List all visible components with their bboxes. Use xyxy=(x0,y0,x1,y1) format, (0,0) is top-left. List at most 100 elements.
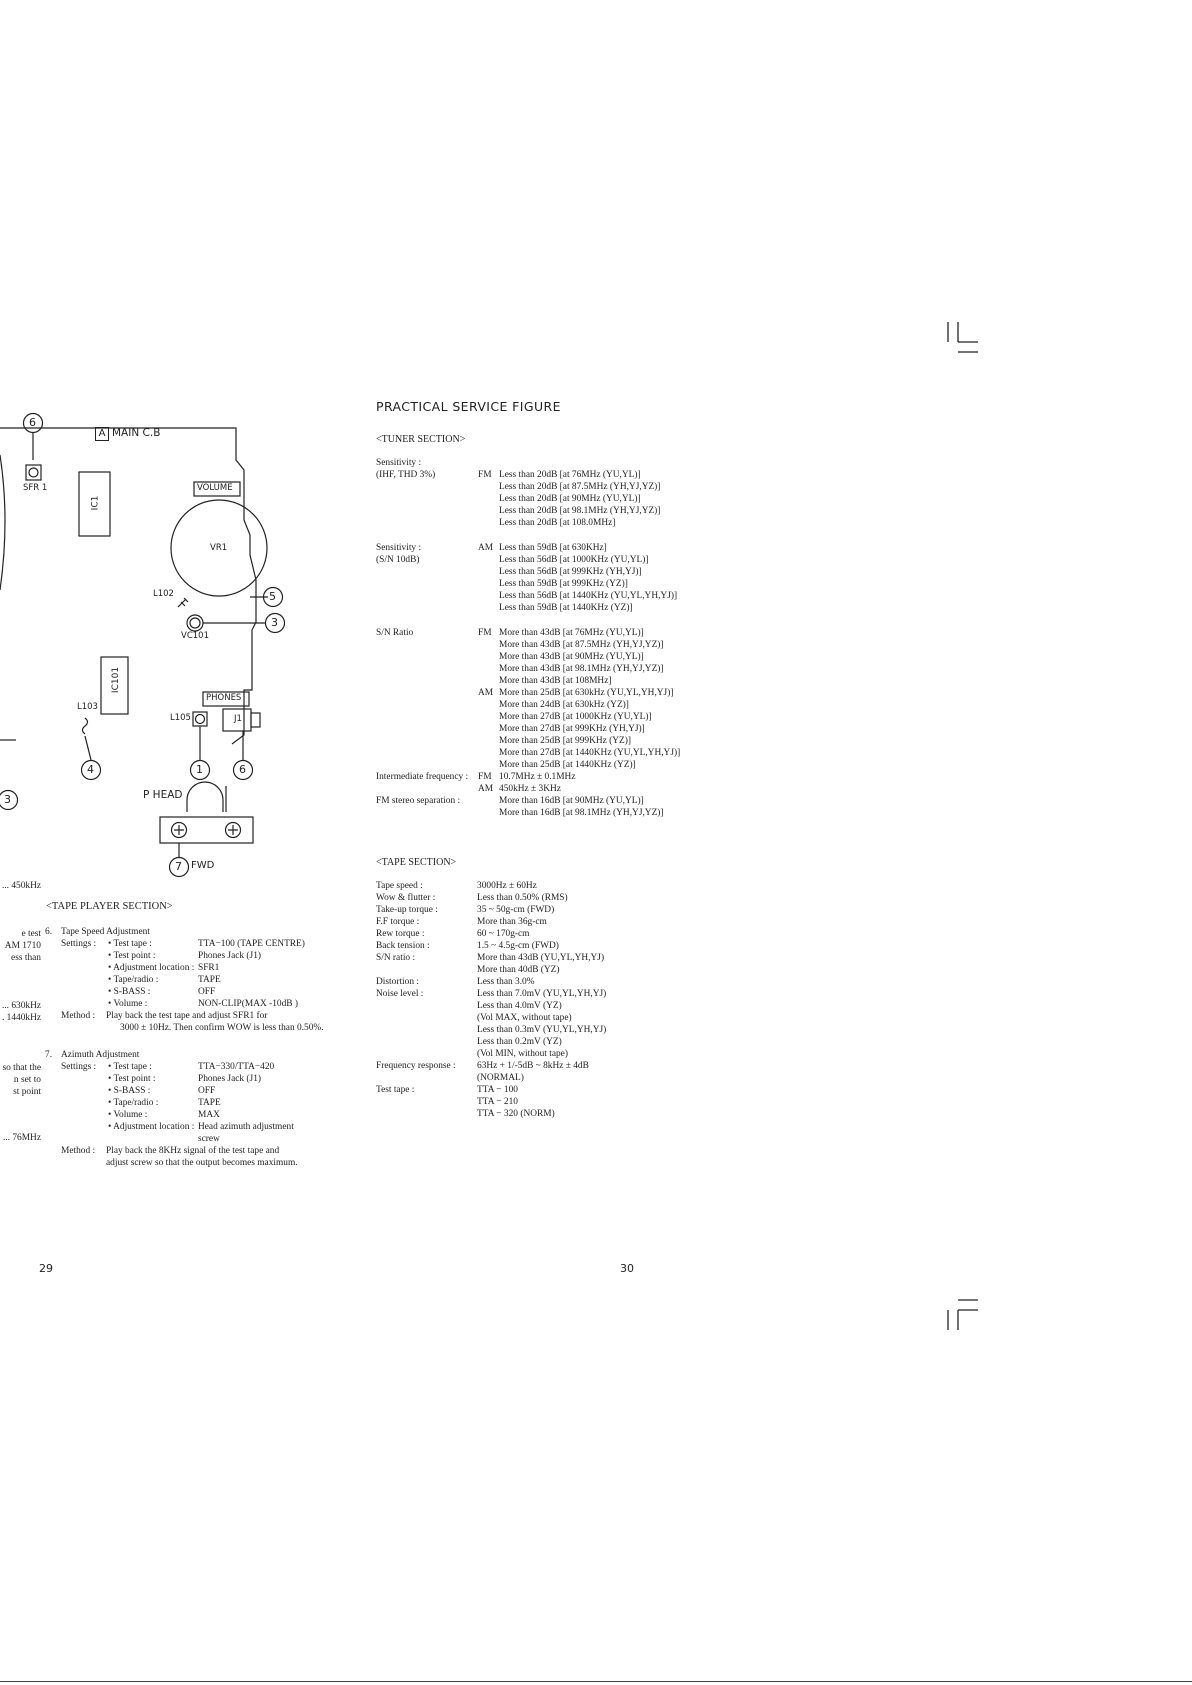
spec-value: More than 43dB [at 90MHz (YU,YL)] xyxy=(499,652,644,662)
spec-value: More than 25dB [at 630kHz (YU,YL,YH,YJ)] xyxy=(499,688,674,698)
edge-fragment: st point xyxy=(0,1086,42,1099)
spec-value: (Vol MIN, without tape) xyxy=(477,1049,568,1059)
spec-label: Noise level : xyxy=(376,989,424,999)
setting-value: NON-CLIP(MAX -10dB ) xyxy=(198,999,298,1009)
tape-player-heading: <TAPE PLAYER SECTION> xyxy=(46,901,173,912)
setting-key: • Tape/radio : xyxy=(108,975,159,985)
setting-value: TTA−100 (TAPE CENTRE) xyxy=(198,939,305,949)
edge-fragment-text: . 1440kHz xyxy=(1,1013,41,1023)
edge-fragment: ess than xyxy=(0,952,42,965)
spec-value: More than 43dB [at 98.1MHz (YH,YJ,YZ)] xyxy=(499,664,664,674)
edge-fragment-text: n set to xyxy=(13,1075,41,1085)
edge-fragment: e test xyxy=(0,928,42,941)
setting-value: Head azimuth adjustment xyxy=(198,1122,294,1132)
edge-fragment: AM 1710 xyxy=(0,940,42,953)
edge-fragment-text: AM 1710 xyxy=(4,941,41,951)
setting-key: • Test point : xyxy=(108,1074,156,1084)
vr1-knob xyxy=(170,499,268,597)
phones-box xyxy=(202,691,250,707)
spec-value: Less than 20dB [at 87.5MHz (YH,YJ,YZ)] xyxy=(499,482,661,492)
callout-1: 1 xyxy=(196,763,203,776)
item7-title: Azimuth Adjustment xyxy=(61,1050,140,1060)
edge-fragment-text: so that the xyxy=(2,1063,41,1073)
edge-fragment: . 1440kHz xyxy=(0,1012,42,1025)
item6-title: Tape Speed Adjustment xyxy=(61,927,150,937)
spec-value: Less than 4.0mV (YZ) xyxy=(477,1001,562,1011)
item6-method-line2: 3000 ± 10Hz. Then confirm WOW is less th… xyxy=(120,1023,324,1033)
callout-4: 4 xyxy=(87,763,94,776)
setting-value: MAX xyxy=(198,1110,220,1120)
spec-label: Test tape : xyxy=(376,1085,415,1095)
spec-value: More than 36g-cm xyxy=(477,917,547,927)
callout-3: 3 xyxy=(271,616,278,629)
setting-key: • Test point : xyxy=(108,951,156,961)
spec-value: More than 43dB [at 76MHz (YU,YL)] xyxy=(499,628,644,638)
spec-value: Less than 20dB [at 76MHz (YU,YL)] xyxy=(499,470,641,480)
spec-band: AM xyxy=(478,688,494,698)
page-number-left: 29 xyxy=(39,1262,53,1275)
spec-value: TTA − 100 xyxy=(477,1085,518,1095)
edge-fragment: ... 450kHz xyxy=(0,880,42,893)
l105-label: L105 xyxy=(170,713,191,723)
edge-fragment-text: ... 630kHz xyxy=(1,1001,41,1011)
l103-label: L103 xyxy=(77,702,98,712)
spec-value: More than 27dB [at 1440KHz (YU,YL,YH,YJ)… xyxy=(499,748,681,758)
crop-marks xyxy=(947,322,978,1330)
edge-fragment: n set to xyxy=(0,1074,42,1087)
board-outline xyxy=(0,427,257,745)
ic101-chip xyxy=(100,656,129,715)
callout-6: 6 xyxy=(29,416,36,429)
spec-label: Sensitivity : xyxy=(376,543,422,553)
item7-number: 7. xyxy=(45,1050,53,1060)
callout-6-circle xyxy=(22,412,44,434)
item6-method-label: Method : xyxy=(61,1011,96,1021)
j1-label: J1 xyxy=(234,714,242,724)
spec-label: Frequency response : xyxy=(376,1061,456,1071)
volume-box xyxy=(193,481,241,497)
spec-band: AM xyxy=(478,543,494,553)
l102-label: L102 xyxy=(153,589,174,599)
phead-shape xyxy=(186,781,224,812)
item6-number: 6. xyxy=(45,927,53,937)
setting-value: OFF xyxy=(198,1086,216,1096)
setting-value: TAPE xyxy=(198,975,221,985)
spec-value: Less than 7.0mV (YU,YL,YH,YJ) xyxy=(477,989,607,999)
setting-key: • Adjustment location : xyxy=(108,1122,195,1132)
edge-fragment-text: ess than xyxy=(11,953,41,963)
volume-label: VOLUME xyxy=(197,483,233,493)
item7-block: 7. Azimuth Adjustment Settings : • Test … xyxy=(45,1049,345,1169)
spec-value: More than 16dB [at 90MHz (YU,YL)] xyxy=(499,796,644,806)
spec-value: Less than 56dB [at 1440KHz (YU,YL,YH,YJ)… xyxy=(499,591,678,601)
callout-7: 7 xyxy=(175,860,182,873)
spec-value: 450kHz ± 3KHz xyxy=(499,784,561,794)
spec-value: More than 27dB [at 1000KHz (YU,YL)] xyxy=(499,712,652,722)
spec-value: More than 16dB [at 98.1MHz (YH,YJ,YZ)] xyxy=(499,808,664,818)
spec-label: Rew torque : xyxy=(376,929,425,939)
setting-key: • Adjustment location : xyxy=(108,963,195,973)
setting-value: screw xyxy=(198,1134,220,1144)
spec-value: Less than 20dB [at 90MHz (YU,YL)] xyxy=(499,494,641,504)
spec-band: FM xyxy=(478,772,492,782)
spec-value: 10.7MHz ± 0.1MHz xyxy=(499,772,576,782)
spec-label: Sensitivity : xyxy=(376,458,422,468)
spec-value: 3000Hz ± 60Hz xyxy=(477,881,537,891)
ic1-chip xyxy=(78,471,111,537)
spec-value: More than 40dB (YZ) xyxy=(477,965,560,975)
spec-value: (Vol MAX, without tape) xyxy=(477,1013,572,1023)
head-base xyxy=(159,816,254,844)
ic1-label: IC1 xyxy=(90,495,101,511)
spec-value: More than 25dB [at 1440KHz (YZ)] xyxy=(499,760,636,770)
setting-key: • Test tape : xyxy=(108,1062,152,1072)
spec-label: S/N ratio : xyxy=(376,953,416,963)
phead-label: P HEAD xyxy=(143,789,183,801)
spec-band: AM xyxy=(478,784,494,794)
spec-label: S/N Ratio xyxy=(376,628,414,638)
pcb-diagram xyxy=(0,412,286,878)
spec-value: (NORMAL) xyxy=(477,1073,524,1083)
item7-method-line1: Play back the 8KHz signal of the test ta… xyxy=(106,1146,280,1156)
phones-label: PHONES xyxy=(206,693,242,703)
sfr1-label: SFR 1 xyxy=(23,483,48,493)
setting-value: Phones Jack (J1) xyxy=(198,1074,262,1084)
spec-value: More than 43dB [at 108MHz] xyxy=(499,676,612,686)
item7-method-line2: adjust screw so that the output becomes … xyxy=(106,1158,298,1168)
